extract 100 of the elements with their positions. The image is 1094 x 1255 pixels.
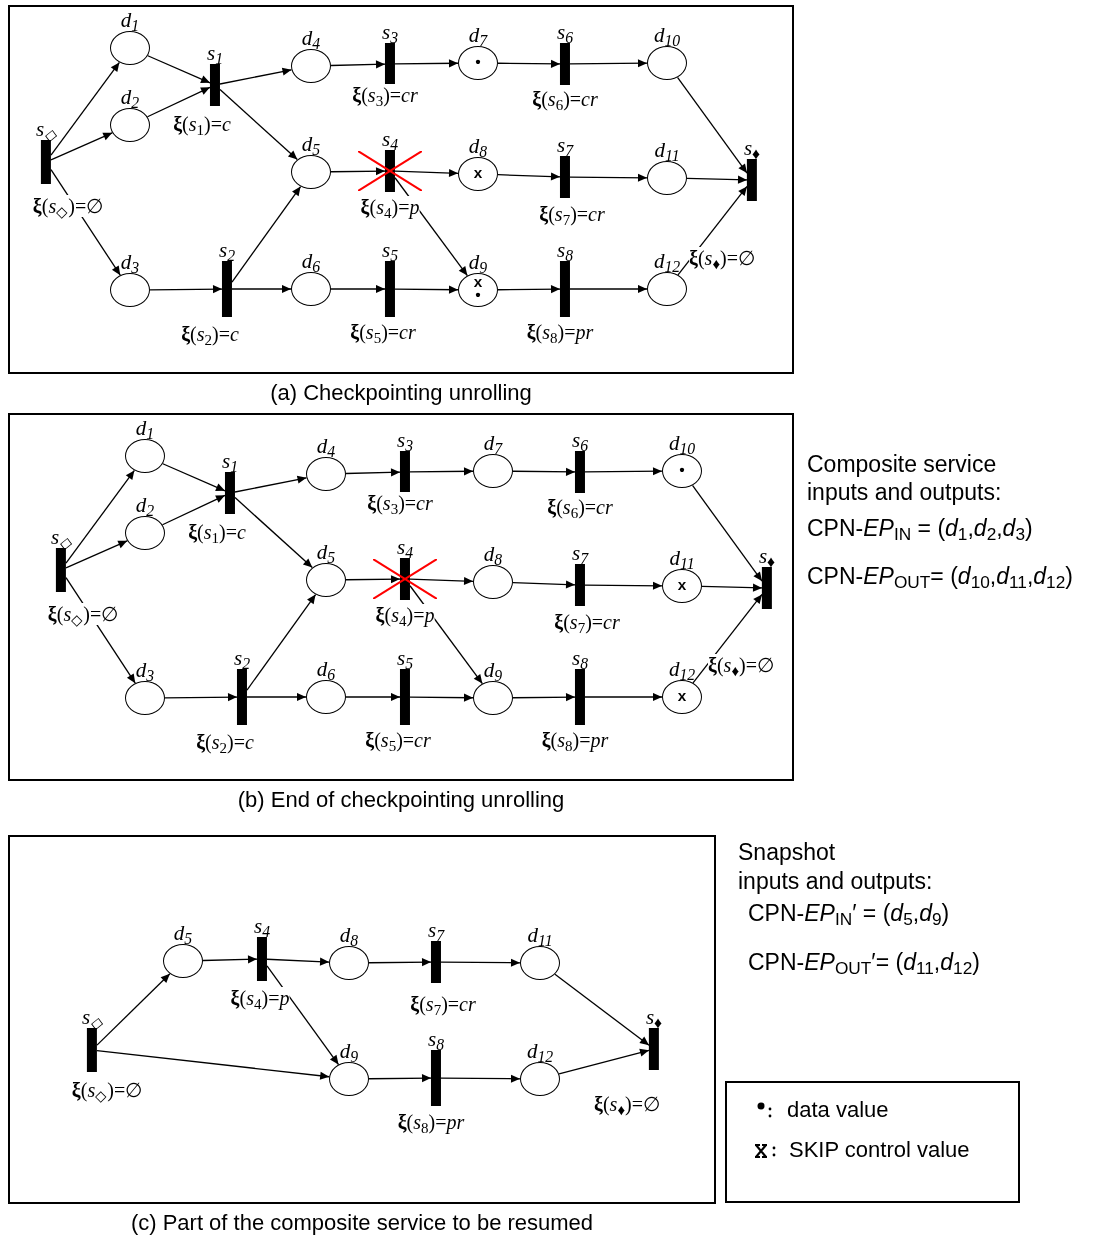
arrow	[146, 86, 211, 118]
transition-label: s$_{7}$	[427, 919, 445, 941]
arrow	[219, 88, 298, 161]
transition-label: s$_{5}$	[396, 647, 414, 669]
arrow	[65, 469, 136, 564]
arrow	[394, 168, 459, 178]
transition-annotation: ξ(s$_{7}$)=cr	[410, 993, 476, 1015]
token-mark: •	[473, 290, 483, 303]
transition-label: s$_{5}$	[381, 239, 399, 261]
place-label: d$_{4}$	[316, 435, 336, 457]
arrow	[440, 1074, 521, 1083]
place-label: d$_{10}$	[668, 432, 696, 454]
arrow	[202, 955, 258, 964]
transition-annotation: ξ(s$_{1}$)=c	[188, 521, 246, 543]
transition-annotation: ξ(s$_{8}$)=pr	[526, 321, 594, 343]
place-label: d$_{5}$	[173, 922, 193, 944]
panel-caption: (b) End of checkpointing unrolling	[237, 787, 565, 813]
arrow	[96, 973, 171, 1046]
transition-annotation: ξ(s$_{1}$)=c	[173, 113, 231, 135]
transition-annotation: ξ(s$_{◇}$)=∅	[71, 1079, 143, 1101]
arrow	[512, 693, 576, 702]
arrow	[96, 1049, 330, 1080]
arrow	[266, 957, 330, 966]
transition-annotation: ξ(s$_{8}$)=pr	[541, 729, 609, 751]
arrow	[569, 59, 648, 68]
arrow	[147, 55, 211, 84]
transition-label: s$_{♦}$	[743, 137, 761, 159]
transition-label: s$_{6}$	[571, 429, 589, 451]
token-mark: x	[677, 579, 687, 593]
arrow	[330, 167, 386, 176]
arrow	[701, 583, 763, 592]
transition-label: s$_{1}$	[221, 450, 239, 472]
transition-label: s$_{4}$	[381, 128, 399, 150]
transition-label: s$_{4}$	[253, 915, 271, 937]
arrow	[231, 185, 302, 283]
arrow	[394, 59, 459, 68]
transition-label: s$_{4}$	[396, 536, 414, 558]
place-label: d$_{6}$	[301, 250, 321, 272]
place-label: d$_{12}$	[668, 658, 696, 680]
place-label: d$_{8}$	[483, 543, 503, 565]
transition-label: s$_{8}$	[556, 239, 574, 261]
arrow	[231, 284, 292, 294]
transition-annotation: ξ(s$_{6}$)=cr	[547, 496, 613, 518]
transition-annotation: ξ(s$_{♦}$)=∅	[689, 247, 755, 269]
place-label: d$_{5}$	[316, 541, 336, 563]
transition-annotation: ξ(s$_{◇}$)=∅	[32, 195, 104, 217]
arrow	[512, 467, 576, 476]
arrow	[409, 693, 474, 702]
formula-text: CPN-EP$_{OUT}$= (d$_{10}$,d$_{11}$,d$_{12}$)	[807, 562, 1074, 590]
place-label: d$_{11}$	[527, 924, 553, 946]
arrow	[554, 973, 650, 1046]
transition-label: s$_{3}$	[381, 21, 399, 43]
formula-text: Snapshot	[738, 838, 837, 866]
transition-annotation: ξ(s$_{7}$)=cr	[539, 203, 605, 225]
place-label: d$_{9}$	[468, 251, 488, 273]
transition-label: s$_{6}$	[556, 21, 574, 43]
place-label: d$_{1}$	[120, 9, 140, 31]
place-label: d$_{2}$	[120, 86, 140, 108]
transition-annotation: ξ(s$_{♦}$)=∅	[594, 1093, 660, 1115]
arrow	[246, 593, 317, 691]
arrow	[686, 175, 748, 184]
transition-annotation: ξ(s$_{3}$)=cr	[352, 84, 418, 106]
transition-annotation: ξ(s$_{4}$)=p	[360, 196, 420, 218]
transition-annotation: ξ(s$_{◇}$)=∅	[47, 603, 119, 625]
arrow	[234, 475, 308, 493]
arrow	[440, 958, 521, 967]
arrow	[149, 285, 223, 294]
formula-text: CPN-EP$_{IN}$ = (d$_{1}$,d$_{2}$,d$_{3}$)	[807, 514, 1034, 542]
formula-text: CPN-EP$_{OUT}$′= (d$_{11}$,d$_{12}$)	[748, 948, 981, 976]
arrow	[569, 284, 648, 294]
arrow	[497, 172, 561, 181]
place-label: d$_{8}$	[339, 924, 359, 946]
place-label: d$_{9}$	[339, 1040, 359, 1062]
arrow	[345, 692, 401, 702]
arrow	[345, 575, 401, 584]
arrow	[162, 463, 226, 492]
place-label: d$_{12}$	[526, 1040, 554, 1062]
place-label: d$_{6}$	[316, 658, 336, 680]
place-label: d$_{12}$	[653, 250, 681, 272]
arrow	[330, 60, 386, 69]
arrow	[584, 581, 663, 590]
transition-annotation: ξ(s$_{3}$)=cr	[367, 492, 433, 514]
arrow	[409, 576, 474, 586]
place-label: d$_{1}$	[135, 417, 155, 439]
transition-label: s$_{8}$	[427, 1028, 445, 1050]
transition-label: s$_{♦}$	[758, 545, 776, 567]
arrow	[692, 593, 763, 684]
transition-annotation: ξ(s$_{♦}$)=∅	[708, 654, 774, 676]
transition-annotation: ξ(s$_{5}$)=cr	[350, 321, 416, 343]
arrow	[161, 494, 226, 526]
place-label: d$_{11}$	[654, 139, 680, 161]
legend-text: SKIP control value	[789, 1137, 970, 1163]
token-mark: •	[677, 464, 687, 478]
token-mark: •	[473, 56, 483, 70]
place-label: d$_{3}$	[120, 251, 140, 273]
arrow	[50, 61, 121, 156]
arrow	[219, 67, 293, 85]
place-label: d$_{2}$	[135, 494, 155, 516]
transition-label: s$_{7}$	[571, 542, 589, 564]
arrow	[246, 692, 307, 702]
